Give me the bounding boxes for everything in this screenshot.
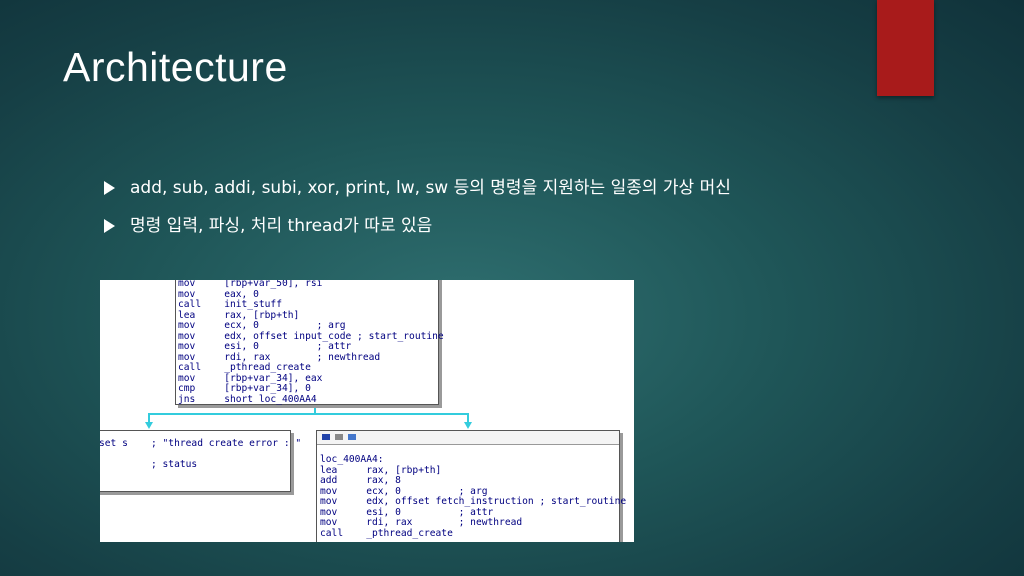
window-icon <box>348 434 356 440</box>
code-block-error[interactable]: set s ; "thread create error : " ; statu… <box>100 430 302 492</box>
flow-connector <box>148 413 468 415</box>
code-line: ; status <box>100 459 198 470</box>
code-line: mov rdi, rax ; newthread <box>320 517 523 528</box>
code-line: call _pthread_create <box>178 362 311 373</box>
bullet-text: 명령 입력, 파싱, 처리 thread가 따로 있음 <box>130 216 433 236</box>
bullet-arrow-icon <box>104 219 115 233</box>
code-line: mov rdi, rax ; newthread <box>178 351 381 363</box>
code-line: set s ; "thread create error : " <box>100 438 302 449</box>
code-line: call _pthread_create <box>320 527 453 539</box>
code-line: mov eax, 0 <box>178 288 259 300</box>
flow-connector <box>148 413 150 423</box>
code-line: mov edx, offset fetch_instruction ; star… <box>320 496 627 507</box>
code-line: mov edx, offset input_code ; start_routi… <box>178 330 444 342</box>
chart-icon <box>335 434 343 440</box>
code-line: mov [rbp+var_34], eax <box>178 372 323 384</box>
code-line: lea rax, [rbp+th] <box>320 464 442 476</box>
block-header <box>317 431 619 445</box>
code-line: lea rax, [rbp+th] <box>178 309 300 321</box>
code-line: jns short loc_400AA4 <box>178 393 317 405</box>
bullet-item: add, sub, addi, subi, xor, print, lw, sw… <box>104 177 844 199</box>
code-line: mov ecx, 0 ; arg <box>178 320 346 331</box>
code-line: mov ecx, 0 ; arg <box>320 485 488 497</box>
code-listing: set s ; "thread create error : " ; statu… <box>100 431 302 471</box>
code-line: add rax, 8 <box>320 475 401 486</box>
arrow-down-icon <box>145 422 153 429</box>
code-line: loc_400AA4: <box>320 454 384 465</box>
bullet-text: add, sub, addi, subi, xor, print, lw, sw… <box>130 178 731 198</box>
bullet-list: add, sub, addi, subi, xor, print, lw, sw… <box>104 177 844 253</box>
code-line: cmp [rbp+var_34], 0 <box>178 383 311 394</box>
flow-connector <box>314 403 316 413</box>
code-line: mov esi, 0 ; attr <box>178 341 352 352</box>
bullet-item: 명령 입력, 파싱, 처리 thread가 따로 있음 <box>104 215 844 237</box>
arrow-down-icon <box>464 422 472 429</box>
slide-title: Architecture <box>63 44 288 90</box>
code-line: call init_stuff <box>178 299 282 310</box>
code-line: mov [rbp+var_50], rsi <box>178 280 323 289</box>
accent-bar <box>877 0 934 96</box>
bullet-arrow-icon <box>104 181 115 195</box>
flow-connector <box>467 413 469 423</box>
code-line: mov esi, 0 ; attr <box>320 506 494 518</box>
graph-icon <box>322 434 330 440</box>
